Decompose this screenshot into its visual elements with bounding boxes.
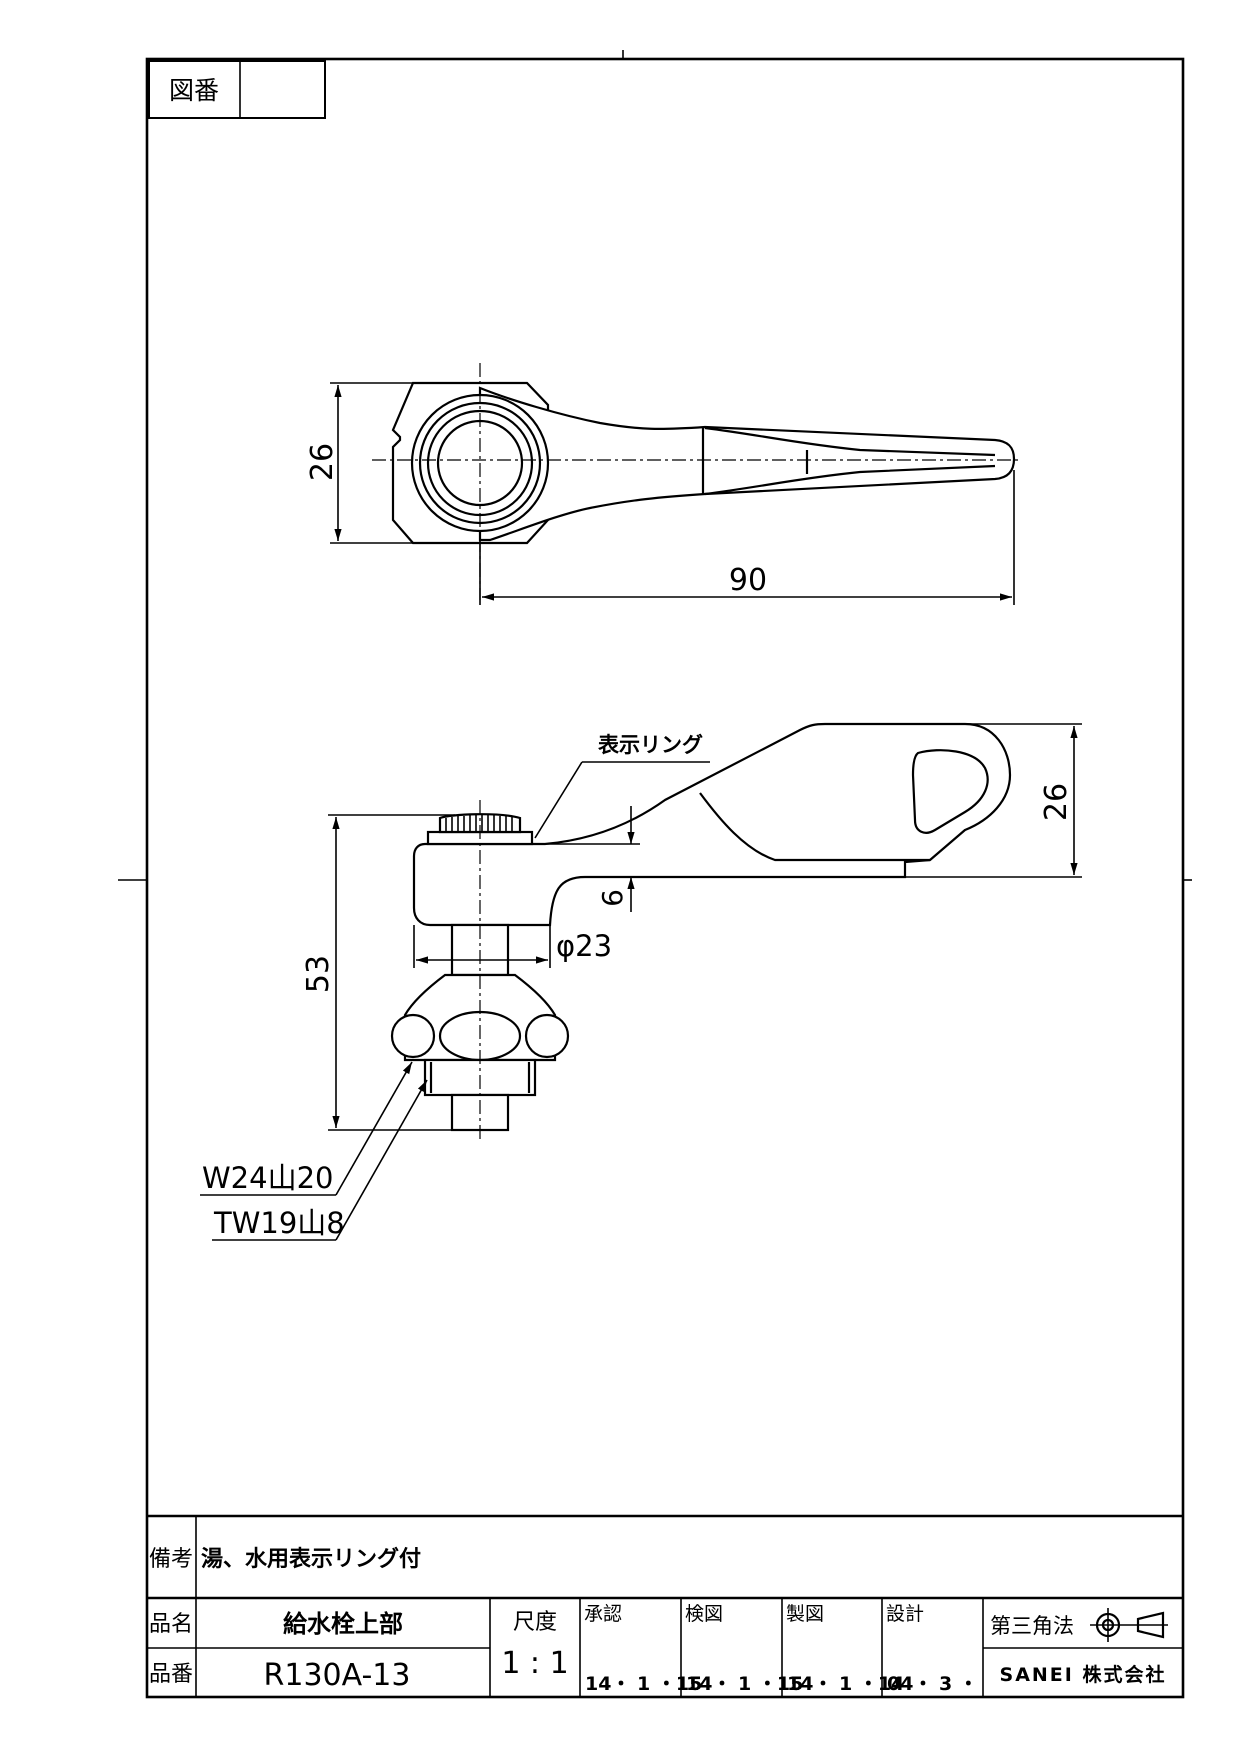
projection-label: 第三角法 [990, 1614, 1074, 1638]
lever-taper-line-upper [704, 426, 996, 457]
third-angle-projection-icon [1090, 1608, 1168, 1642]
lever-side-outline [412, 722, 1012, 927]
thread-label-tw19: TW19山8 [213, 1206, 345, 1240]
part-name-label: 品名 [149, 1612, 193, 1637]
dim-diameter: φ23 [556, 929, 612, 963]
dim-offset: 6 [596, 889, 629, 907]
side-view: 53 26 6 φ23 表示リング W24山20 TW19山8 [200, 722, 1082, 1241]
drawing-number-box: 図番 [148, 60, 326, 119]
scale-value: 1 : 1 [501, 1646, 568, 1681]
title-block: 備考 湯、水用表示リング付 品名 給水栓上部 品番 R130A-13 尺度 1 … [147, 1514, 1183, 1697]
dim-length-top: 90 [729, 563, 767, 598]
design-date: 04・ 3 ・ [887, 1673, 978, 1695]
checked-date: 14・ 1 ・15 [686, 1673, 803, 1695]
approved-date: 14・ 1 ・15 [585, 1673, 702, 1695]
lever-side-inner-line [699, 792, 930, 862]
sheet-frame [145, 57, 1185, 1699]
part-number-value: R130A-13 [264, 1658, 411, 1693]
drawn-date: 14・ 1 ・14 [787, 1673, 904, 1695]
top-view: 26 90 [305, 363, 1020, 605]
lever-hole [911, 749, 989, 834]
design-label: 設計 [886, 1603, 924, 1625]
wheel-knob-right [524, 1013, 570, 1059]
part-number-label: 品番 [149, 1662, 193, 1687]
checked-label: 検図 [685, 1603, 723, 1625]
part-name-value: 給水栓上部 [283, 1610, 403, 1638]
drawn-label: 製図 [786, 1603, 824, 1625]
remarks-label: 備考 [149, 1547, 193, 1572]
indicator-ring-label: 表示リング [598, 733, 703, 757]
cap-knurl [445, 815, 513, 832]
lever-taper-line-lower [704, 464, 996, 496]
lever-top-outline [478, 386, 1016, 542]
company-name: SANEI 株式会社 [1000, 1663, 1167, 1686]
dim-height-top: 26 [305, 443, 340, 481]
dim-height-side: 26 [1039, 783, 1074, 821]
approved-label: 承認 [584, 1603, 622, 1625]
remarks-value: 湯、水用表示リング付 [201, 1546, 421, 1572]
scale-label: 尺度 [513, 1610, 557, 1635]
dim-total-height: 53 [301, 955, 336, 993]
wheel-knob-left [390, 1013, 436, 1059]
drawing-number-label: 図番 [169, 76, 219, 105]
thread-label-w24: W24山20 [202, 1161, 333, 1195]
